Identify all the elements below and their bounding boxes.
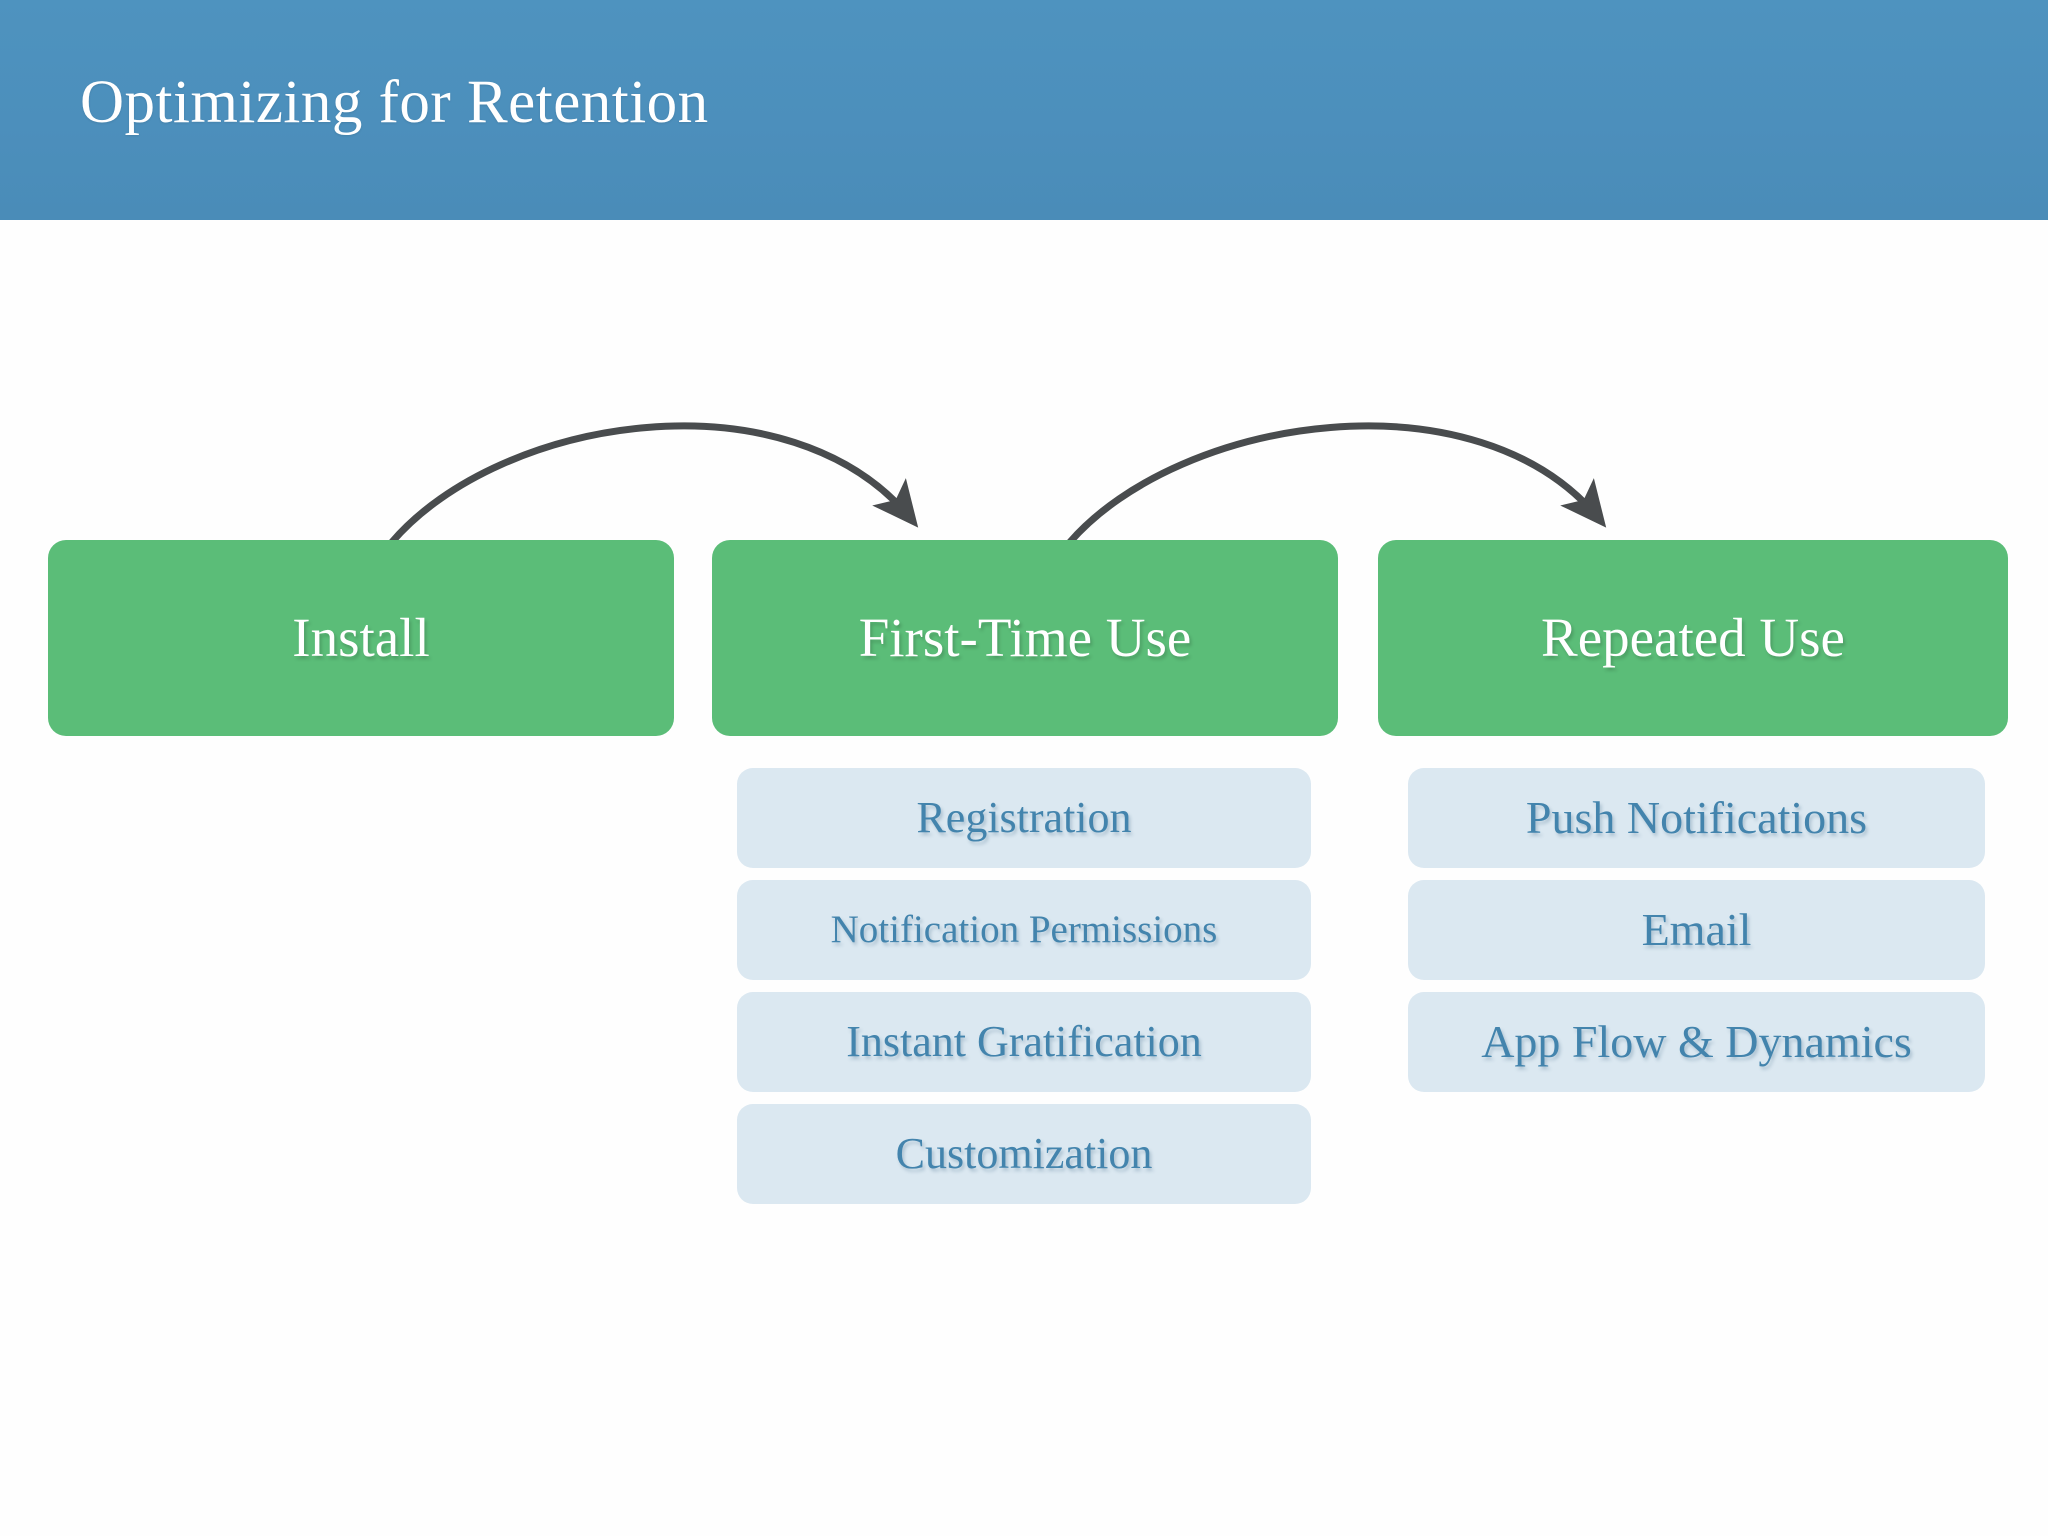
sub-item-label-customization: Customization [895, 1129, 1153, 1178]
sub-item-label-app-flow-and-dynamics: App Flow & Dynamics [1481, 1016, 1912, 1067]
sub-item-label-notification-permissions: Notification Permissions [830, 908, 1218, 951]
stage-box-first-time-use[interactable]: First-Time Use [712, 540, 1338, 736]
sub-item-registration[interactable]: Registration [737, 768, 1311, 868]
sub-item-notification-permissions[interactable]: Notification Permissions [737, 880, 1311, 980]
sub-item-label-email: Email [1641, 904, 1752, 955]
sub-item-app-flow-and-dynamics[interactable]: App Flow & Dynamics [1408, 992, 1985, 1092]
stage-label-repeated-use: Repeated Use [1541, 607, 1845, 668]
sub-item-email[interactable]: Email [1408, 880, 1985, 980]
stage-box-repeated-use[interactable]: Repeated Use [1378, 540, 2008, 736]
sub-item-instant-gratification[interactable]: Instant Gratification [737, 992, 1311, 1092]
sub-item-label-instant-gratification: Instant Gratification [846, 1017, 1202, 1066]
sub-item-list-repeated-use: Push Notifications Email App Flow & Dyna… [1408, 768, 1985, 1104]
diagram-canvas: Install First-Time Use Repeated Use Regi… [0, 220, 2048, 1536]
stage-label-first-time-use: First-Time Use [858, 607, 1192, 668]
sub-item-push-notifications[interactable]: Push Notifications [1408, 768, 1985, 868]
arrow-install-to-first-time-use [388, 422, 919, 546]
sub-item-list-first-time-use: Registration Notification Permissions In… [737, 768, 1311, 1216]
sub-item-customization[interactable]: Customization [737, 1104, 1311, 1204]
sub-item-label-push-notifications: Push Notifications [1525, 792, 1868, 843]
sub-item-label-registration: Registration [916, 793, 1132, 842]
stage-label-install: Install [292, 607, 430, 668]
slide-header: Optimizing for Retention [0, 0, 2048, 220]
stage-box-install[interactable]: Install [48, 540, 674, 736]
arrow-first-time-use-to-repeated-use [1066, 422, 1607, 546]
page-title: Optimizing for Retention [80, 69, 709, 136]
